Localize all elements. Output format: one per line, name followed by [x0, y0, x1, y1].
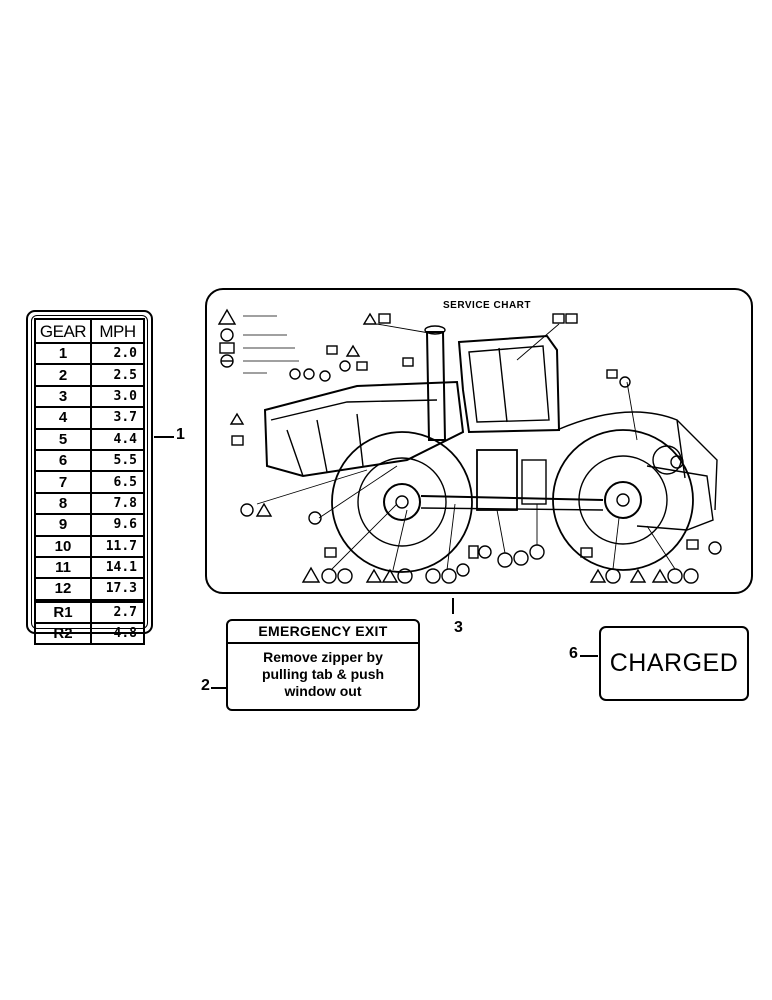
emergency-exit-decal: EMERGENCY EXIT Remove zipper by pulling …	[226, 619, 420, 711]
service-chart-decal: SERVICE CHART	[205, 288, 753, 594]
mph-cell: 4.8	[90, 622, 145, 646]
mph-cell: 6.5	[90, 470, 145, 494]
gear-cell: 4	[34, 406, 92, 430]
mph-cell: 2.7	[90, 598, 145, 625]
gear-cell: 3	[34, 384, 92, 409]
square-symbol-icon	[219, 342, 235, 354]
gear-cell: R2	[34, 622, 92, 646]
instruction-line: Remove zipper by	[263, 649, 383, 665]
gear-table-header-row: GEAR MPH	[34, 318, 145, 344]
gear-cell: R1	[34, 598, 92, 625]
mph-cell: 9.6	[90, 513, 145, 537]
gear-column-header: GEAR	[34, 318, 92, 344]
callout-1-leader	[154, 436, 174, 438]
mph-cell: 3.7	[90, 406, 145, 430]
engine-hood	[263, 380, 465, 478]
callout-2: 2	[201, 677, 210, 694]
exhaust-stack	[425, 331, 447, 441]
mph-cell: 5.5	[90, 448, 145, 473]
tractor-service-illustration	[217, 308, 722, 584]
charged-label: CHARGED	[609, 649, 739, 677]
cab-outline	[457, 334, 561, 434]
mph-cell: 2.0	[90, 341, 145, 366]
mph-cell: 17.3	[90, 577, 145, 602]
callout-6-leader	[580, 655, 598, 657]
callout-6: 6	[569, 645, 578, 662]
callout-3: 3	[454, 619, 463, 636]
drivetrain	[420, 495, 604, 501]
mph-cell: 11.7	[90, 534, 145, 558]
instruction-line: window out	[284, 683, 362, 699]
callout-2-leader	[211, 687, 226, 689]
charged-decal: CHARGED	[599, 626, 749, 701]
gear-cell: 7	[34, 470, 92, 494]
gear-cell: 5	[34, 427, 92, 451]
gear-cell: 6	[34, 448, 92, 473]
emergency-exit-instructions: Remove zipper by pulling tab & push wind…	[228, 644, 418, 700]
triangle-symbol-icon	[217, 308, 237, 325]
gear-cell: 2	[34, 363, 92, 387]
gear-cell: 12	[34, 577, 92, 602]
gear-cell: 9	[34, 513, 92, 537]
gear-cell: 1	[34, 341, 92, 366]
three-point-hitch	[636, 465, 714, 531]
mph-cell: 7.8	[90, 491, 145, 516]
gear-cell: 8	[34, 491, 92, 516]
callout-3-leader	[452, 598, 454, 614]
emergency-exit-title: EMERGENCY EXIT	[228, 621, 418, 644]
rear-fender	[556, 411, 686, 479]
mph-column-header: MPH	[90, 318, 145, 344]
service-chart-title: SERVICE CHART	[443, 300, 531, 311]
mph-cell: 4.4	[90, 427, 145, 451]
mph-cell: 2.5	[90, 363, 145, 387]
mph-cell: 3.0	[90, 384, 145, 409]
rear-wheel	[552, 429, 694, 571]
instruction-line: pulling tab & push	[261, 666, 385, 682]
circle-symbol-icon	[220, 328, 234, 342]
gear-cell: 11	[34, 555, 92, 580]
callout-1: 1	[176, 426, 185, 443]
mph-cell: 14.1	[90, 555, 145, 580]
front-wheel	[331, 431, 473, 573]
gear-cell: 10	[34, 534, 92, 558]
